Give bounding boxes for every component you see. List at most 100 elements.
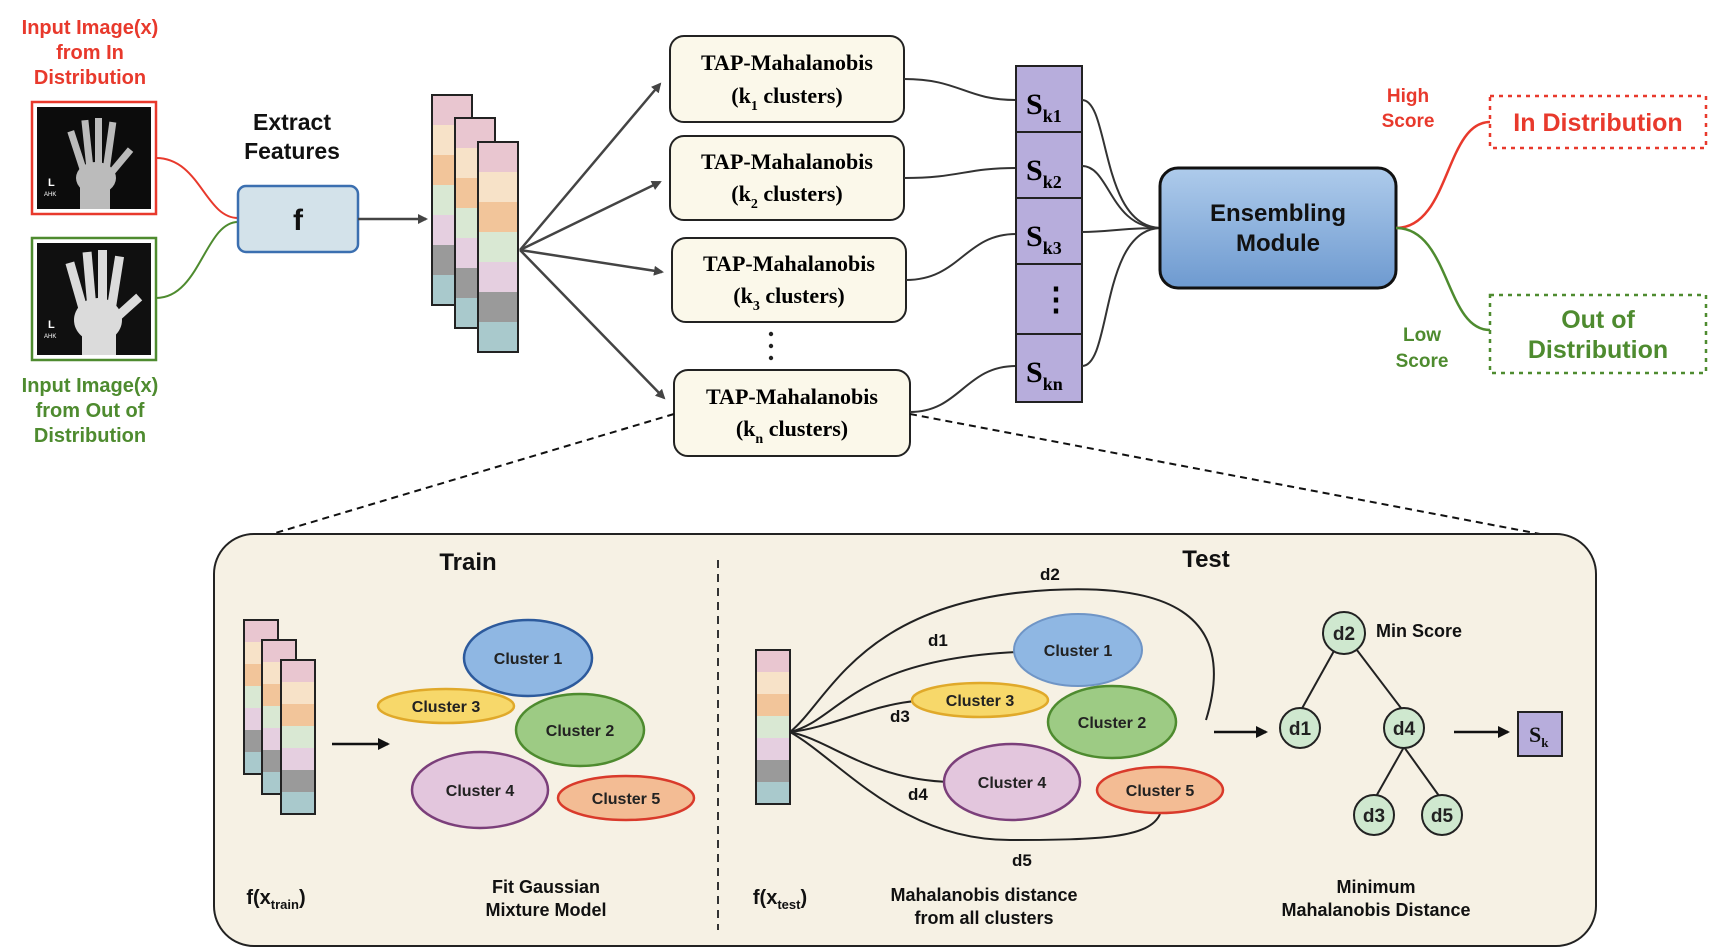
out-label-line-2: from Out of — [36, 400, 145, 422]
feature-fanout-arrows — [519, 82, 666, 400]
curve-d5 — [789, 731, 1161, 842]
ensembling-module: Ensembling Module — [1158, 166, 1398, 290]
output-score-label: Sk — [1529, 722, 1549, 750]
in-label-line-3: Distribution — [34, 67, 146, 89]
test-cluster-2-label: Cluster 2 — [1078, 715, 1147, 732]
train-title: Train — [439, 549, 496, 576]
tree-node-d5: d5 — [1421, 794, 1463, 836]
tap-box-n-title: TAP-Mahalanobis — [706, 384, 878, 409]
min-score-label: Min Score — [1376, 621, 1462, 641]
xray-tag-in: AHK — [44, 192, 56, 198]
curve-d1 — [789, 651, 1019, 733]
test-cluster-3-label: Cluster 3 — [946, 693, 1015, 710]
score-kn: Skn — [1026, 356, 1063, 394]
in-label-line-1: Input Image(x) — [22, 17, 159, 39]
out-dist-line-2: Distribution — [1528, 336, 1668, 364]
tap-box-3-title: TAP-Mahalanobis — [703, 251, 875, 276]
tree-node-d5-label: d5 — [1431, 806, 1454, 827]
tree-root-label: d2 — [1333, 624, 1355, 645]
tree-node-root: d2 — [1322, 611, 1366, 655]
distance-labels: d1 d2 d3 d4 d5 — [890, 565, 1060, 870]
connector-low-score — [1395, 226, 1491, 332]
train-caption: Fit Gaussian Mixture Model — [485, 877, 606, 920]
score-to-ensemble-connectors — [1081, 99, 1161, 367]
test-title: Test — [1182, 546, 1230, 573]
connector-out-to-extractor — [155, 221, 239, 299]
score-k1: Sk1 — [1026, 88, 1062, 126]
tap-box-n: TAP-Mahalanobis (kn clusters) — [673, 369, 911, 457]
xray-marker-out: L — [48, 319, 55, 331]
tree-node-d1: d1 — [1279, 707, 1321, 749]
distance-label-d2: d2 — [1040, 565, 1060, 584]
score-column: Sk1 Sk2 Sk3 ⋮ Skn — [1015, 65, 1083, 403]
xray-in-distribution-image: L AHK — [30, 100, 158, 216]
tap-to-score-connectors — [903, 78, 1017, 413]
extract-features-label: Extract Features — [244, 109, 340, 164]
input-out-distribution-label: Input Image(x) from Out of Distribution — [22, 375, 159, 447]
high-score-line-1: High — [1387, 86, 1429, 107]
tap-box-1: TAP-Mahalanobis (k1 clusters) — [669, 35, 905, 123]
score-k2: Sk2 — [1026, 154, 1062, 192]
tree-caption: Minimum Mahalanobis Distance — [1281, 877, 1470, 920]
curve-d2 — [789, 588, 1215, 733]
high-score-line-2: Score — [1382, 111, 1435, 132]
tree-node-d3: d3 — [1353, 794, 1395, 836]
test-caption-line-2: from all clusters — [914, 908, 1053, 928]
curve-d3 — [789, 700, 917, 733]
train-cluster-4-label: Cluster 4 — [446, 783, 515, 800]
test-cluster-1: Cluster 1 — [1013, 613, 1143, 687]
extract-label-line-1: Extract — [253, 109, 331, 135]
test-cluster-2: Cluster 2 — [1046, 684, 1178, 760]
extract-label-line-2: Features — [244, 138, 340, 164]
out-label-line-3: Distribution — [34, 425, 146, 447]
ensemble-line-2: Module — [1236, 230, 1320, 257]
xray-out-of-distribution-image: L AHK — [30, 236, 158, 362]
tree-node-d1-label: d1 — [1289, 719, 1312, 740]
high-score-label: High Score — [1382, 86, 1435, 132]
curve-d4 — [789, 731, 951, 783]
xray-tag-out: AHK — [44, 334, 56, 340]
score-k3: Sk3 — [1026, 220, 1062, 258]
low-score-line-1: Low — [1403, 325, 1441, 346]
in-label-line-2: from In — [56, 42, 124, 64]
min-tree-nodes: d2 d1 d4 d3 d5 — [1279, 611, 1463, 836]
train-fx-label: f(xtrain) — [246, 887, 305, 912]
tree-caption-line-2: Mahalanobis Distance — [1281, 900, 1470, 920]
connector-high-score — [1395, 120, 1491, 230]
tap-box-3: TAP-Mahalanobis (k3 clusters) — [671, 237, 907, 323]
tap-box-1-title: TAP-Mahalanobis — [701, 50, 873, 75]
train-cluster-3-label: Cluster 3 — [412, 699, 481, 716]
distance-label-d4: d4 — [908, 785, 928, 804]
train-cluster-1-label: Cluster 1 — [494, 651, 563, 668]
test-caption: Mahalanobis distance from all clusters — [890, 885, 1077, 928]
train-cluster-5-label: Cluster 5 — [592, 791, 661, 808]
test-cluster-4-label: Cluster 4 — [978, 775, 1047, 792]
xray-marker-in: L — [48, 177, 55, 189]
score-ellipsis: ⋮ — [1040, 281, 1072, 317]
tap-ellipsis-dots — [768, 331, 774, 361]
test-feature-vector — [755, 649, 791, 805]
tap-box-2-title: TAP-Mahalanobis — [701, 149, 873, 174]
tree-node-d4: d4 — [1383, 707, 1425, 749]
train-cluster-3: Cluster 3 — [376, 687, 516, 725]
train-cluster-2: Cluster 2 — [514, 692, 646, 768]
distance-label-d1: d1 — [928, 631, 948, 650]
out-dist-line-1: Out of — [1561, 306, 1635, 334]
output-score-box: Sk — [1517, 711, 1563, 757]
out-of-distribution-output: Out of Distribution — [1488, 293, 1708, 375]
feature-vectors-stack — [431, 94, 519, 353]
test-cluster-4: Cluster 4 — [942, 742, 1082, 822]
test-cluster-3: Cluster 3 — [910, 681, 1050, 719]
distance-curves — [789, 588, 1215, 842]
zoom-guides — [271, 413, 1541, 535]
train-cluster-5: Cluster 5 — [556, 774, 696, 822]
in-distribution-text: In Distribution — [1513, 109, 1682, 137]
train-cluster-2-label: Cluster 2 — [546, 723, 615, 740]
connector-in-to-extractor — [155, 157, 239, 219]
feature-extractor-f: f — [293, 204, 304, 237]
train-cluster-4: Cluster 4 — [410, 750, 550, 830]
train-caption-line-1: Fit Gaussian — [492, 877, 600, 897]
tree-node-d3-label: d3 — [1363, 806, 1385, 827]
